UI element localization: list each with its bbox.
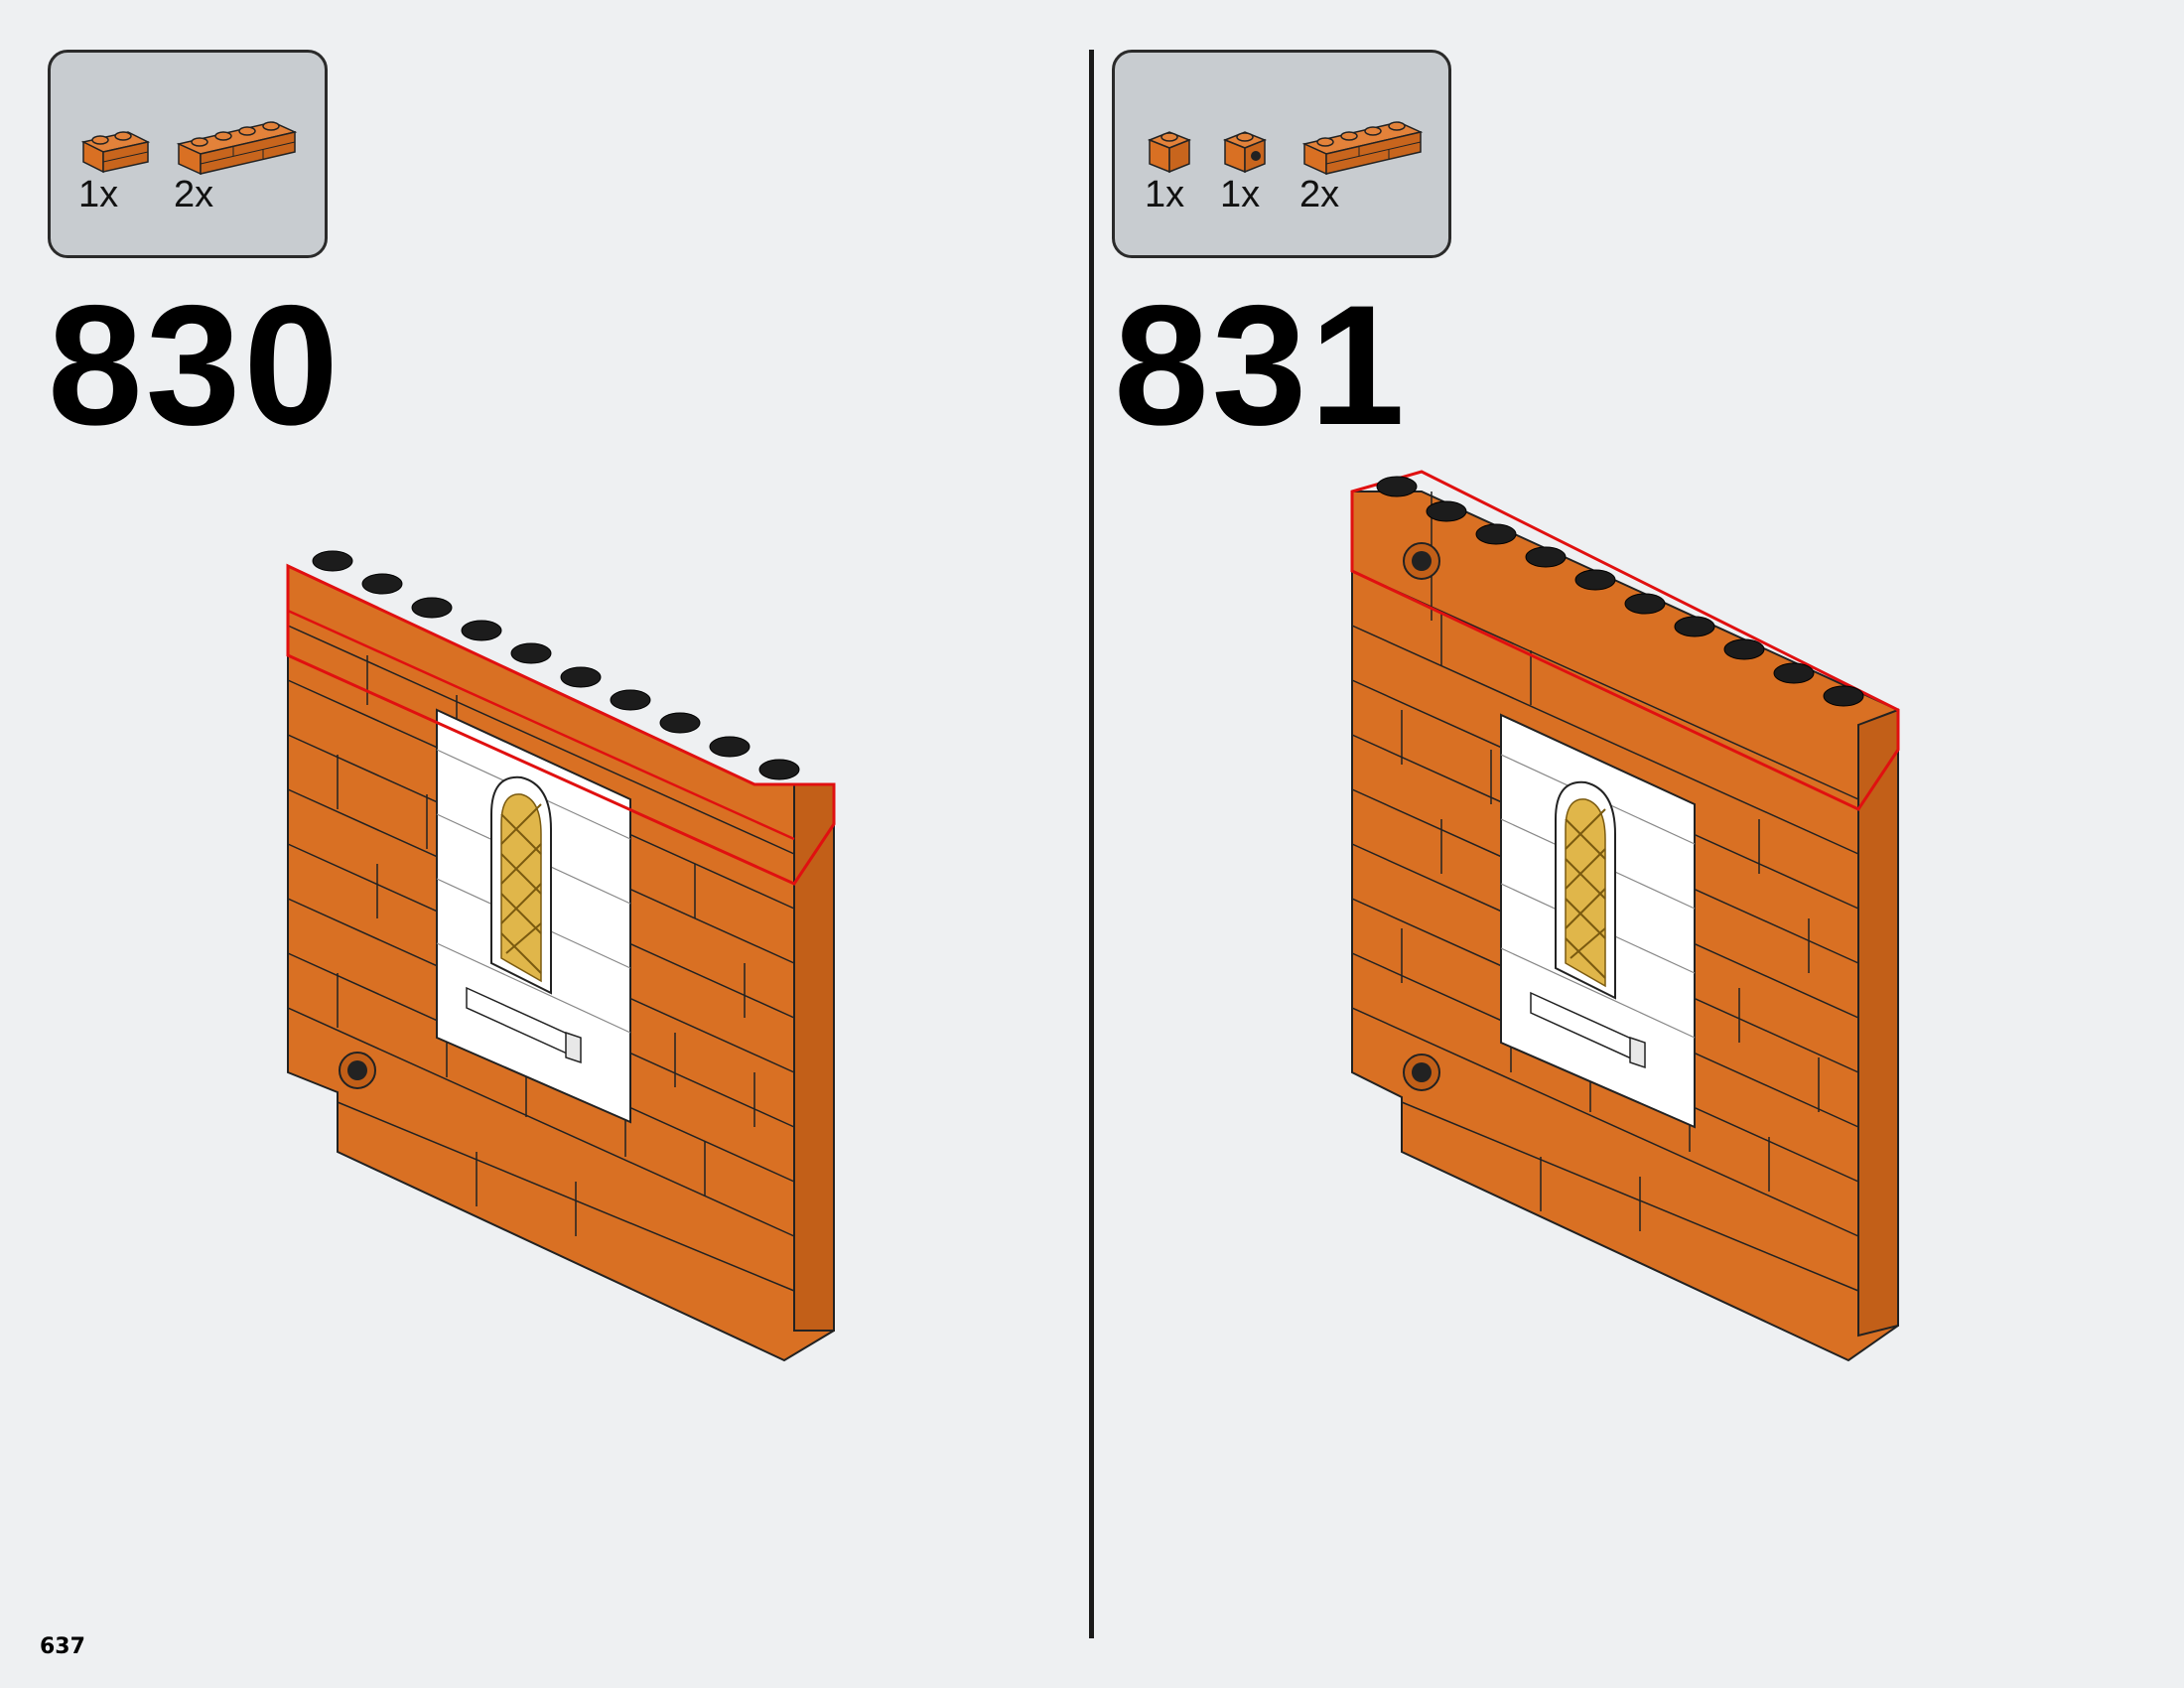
parts-callout-step-830: 1x 2x bbox=[48, 50, 328, 258]
step-number: 830 bbox=[48, 270, 341, 461]
brick-1x4-masonry-orange-icon bbox=[176, 121, 298, 176]
brick-1x1-orange-icon bbox=[1147, 131, 1192, 174]
part-quantity: 2x bbox=[1299, 174, 1340, 215]
part-quantity: 1x bbox=[1145, 174, 1185, 215]
part-quantity: 1x bbox=[1220, 174, 1261, 215]
brick-1x2-masonry-orange-icon bbox=[80, 131, 151, 174]
part-quantity: 1x bbox=[78, 174, 119, 215]
brick-wall-model-step-830 bbox=[286, 550, 836, 1362]
step-divider bbox=[1089, 50, 1094, 1638]
brick-wall-model-step-831 bbox=[1350, 470, 1900, 1362]
parts-callout-step-831: 1x 1x 2x bbox=[1112, 50, 1451, 258]
brick-1x1-technic-hole-orange-icon bbox=[1222, 131, 1268, 174]
page-number: 637 bbox=[40, 1634, 85, 1659]
step-number: 831 bbox=[1114, 270, 1408, 461]
brick-1x4-masonry-orange-icon bbox=[1301, 121, 1424, 176]
part-quantity: 2x bbox=[174, 174, 214, 215]
